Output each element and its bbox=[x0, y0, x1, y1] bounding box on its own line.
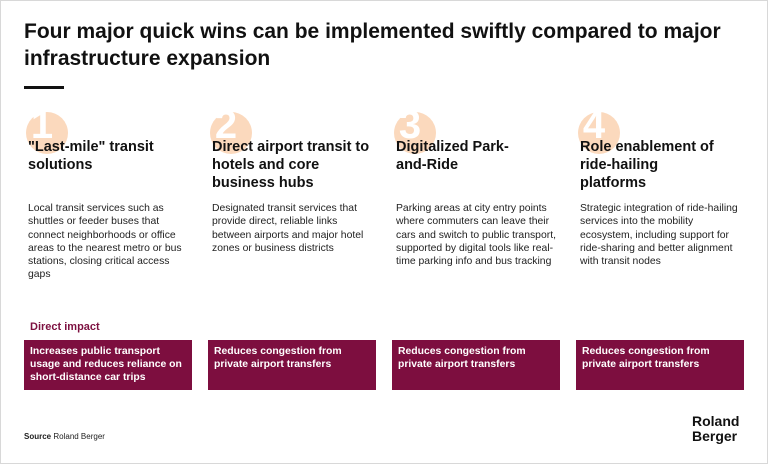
impact-box-1: Increases public transport usage and red… bbox=[24, 340, 192, 390]
impact-box-3: Reduces congestion from private airport … bbox=[392, 340, 560, 390]
impact-box-4: Reduces congestion from private airport … bbox=[576, 340, 744, 390]
source-label: Source bbox=[24, 432, 52, 441]
column-description: Local transit services such as shuttles … bbox=[28, 203, 182, 281]
number-circle bbox=[578, 112, 620, 154]
column-heading: Digitalized Park-and-Ride bbox=[396, 139, 509, 173]
number-label: 2 bbox=[214, 103, 238, 147]
roland-berger-logo: Roland Berger bbox=[692, 414, 752, 444]
number-badge-3: 3 bbox=[390, 103, 440, 156]
column-description: Strategic integration of ride-hailing se… bbox=[580, 203, 738, 268]
logo-line-2: Berger bbox=[692, 428, 738, 444]
column-heading: Role enablement of ride-hailing platform… bbox=[580, 139, 714, 191]
direct-impact-label: Direct impact bbox=[30, 321, 100, 333]
number-badge-2: 2 bbox=[206, 103, 256, 156]
number-badge-4: 4 bbox=[574, 103, 624, 156]
number-circle bbox=[26, 112, 68, 154]
title-underline bbox=[24, 86, 64, 89]
number-label: 4 bbox=[582, 103, 606, 147]
logo-line-1: Roland bbox=[692, 413, 740, 429]
source-text: Roland Berger bbox=[53, 432, 105, 441]
impact-box-2: Reduces congestion from private airport … bbox=[208, 340, 376, 390]
source-note: Source Roland Berger bbox=[24, 432, 105, 441]
column-heading: Direct airport transit to hotels and cor… bbox=[212, 139, 370, 191]
column-description: Designated transit services that provide… bbox=[212, 203, 364, 254]
column-heading: "Last-mile" transit solutions bbox=[28, 139, 154, 173]
number-label: 3 bbox=[398, 103, 422, 147]
number-label: 1 bbox=[30, 103, 54, 147]
column-description: Parking areas at city entry points where… bbox=[396, 203, 556, 268]
number-badge-1: 1 bbox=[22, 103, 72, 156]
number-circle bbox=[210, 112, 252, 154]
number-circle bbox=[394, 112, 436, 154]
page-title: Four major quick wins can be implemented… bbox=[24, 20, 721, 70]
